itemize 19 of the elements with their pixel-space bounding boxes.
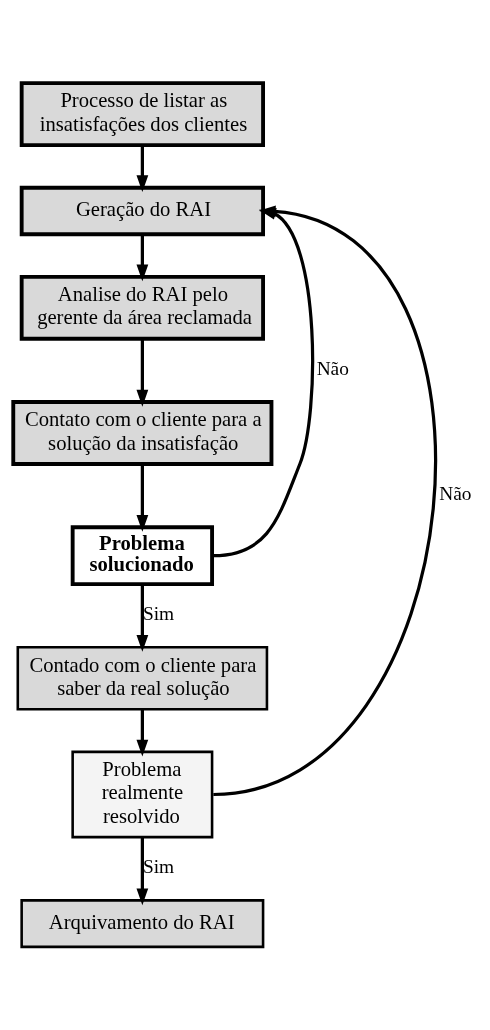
arrow [136,709,149,757]
node-box: Contato com o cliente para a solução da insatisfação [11,400,274,466]
arrow [136,234,149,282]
arrow [136,837,149,906]
node-box: Problema realmente resolvido [71,750,214,839]
arrow [136,584,149,652]
arrow [136,464,149,532]
arrow [136,145,149,193]
edge-label: Sim [142,603,175,625]
edge-label: Sim [142,856,175,878]
node-box: Geração do RAI [19,185,265,237]
edge-label: Não [439,483,472,505]
edge-label: Não [316,357,349,379]
node-box: Analise do RAI pelo gerente da área reclamada [19,274,265,341]
node-box: Problema solucionado [70,525,214,586]
node-box: Processo de listar as insatisfações dos clientes [19,81,265,148]
node-box: Arquivamento do RAI [20,899,265,949]
node-box: Contado com o cliente para saber da real solução [16,646,269,711]
arrow [136,339,149,407]
